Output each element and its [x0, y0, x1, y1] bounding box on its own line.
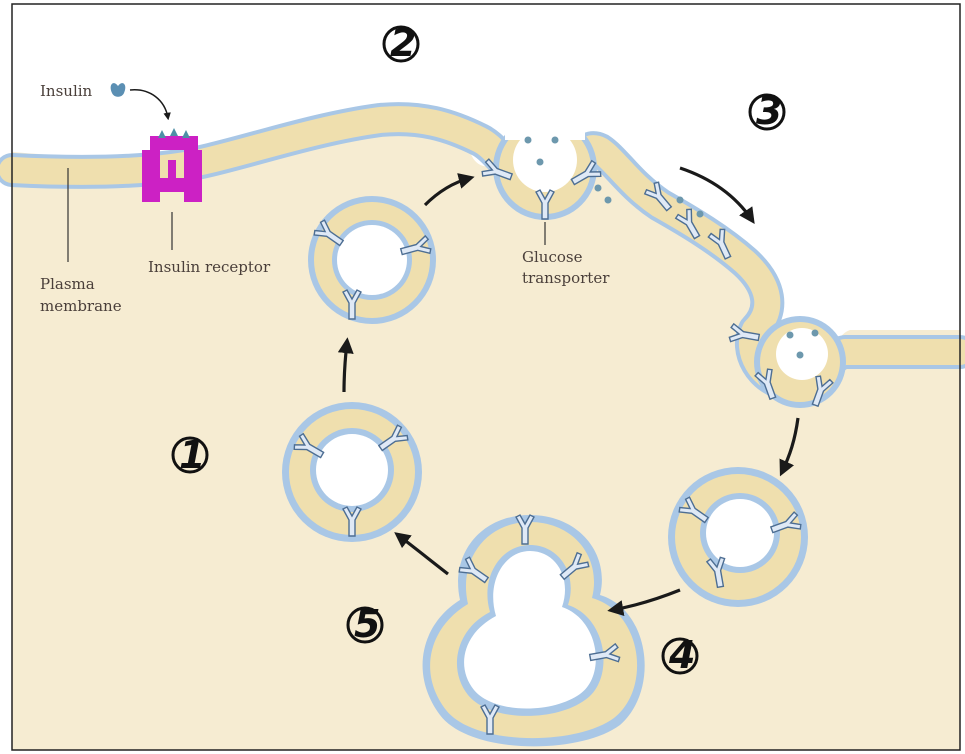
vesicle-1b: [282, 402, 422, 542]
glucose-transporter-label-2: transporter: [522, 269, 610, 287]
step-4: 4: [663, 633, 697, 677]
vesicle-4: [668, 467, 808, 607]
plasma-membrane-label-2: membrane: [40, 297, 122, 315]
insulin-label: Insulin: [40, 82, 93, 100]
insulin-receptor-label: Insulin receptor: [148, 258, 271, 276]
step-3: 3: [750, 89, 784, 133]
step-1: 1: [173, 433, 207, 477]
insulin-receptor: [142, 128, 202, 202]
step-1-number: 1: [179, 433, 205, 477]
glucose-transporter-label-1: Glucose: [522, 248, 583, 266]
step-2-number: 2: [390, 21, 416, 65]
step-2: 2: [384, 21, 418, 65]
step-5: 5: [348, 602, 382, 646]
vesicle-1a: [308, 196, 436, 324]
plasma-membrane-label-1: Plasma: [40, 275, 95, 293]
step-4-number: 4: [668, 633, 695, 677]
step-5-number: 5: [354, 602, 380, 646]
step-3-number: 3: [756, 89, 782, 133]
